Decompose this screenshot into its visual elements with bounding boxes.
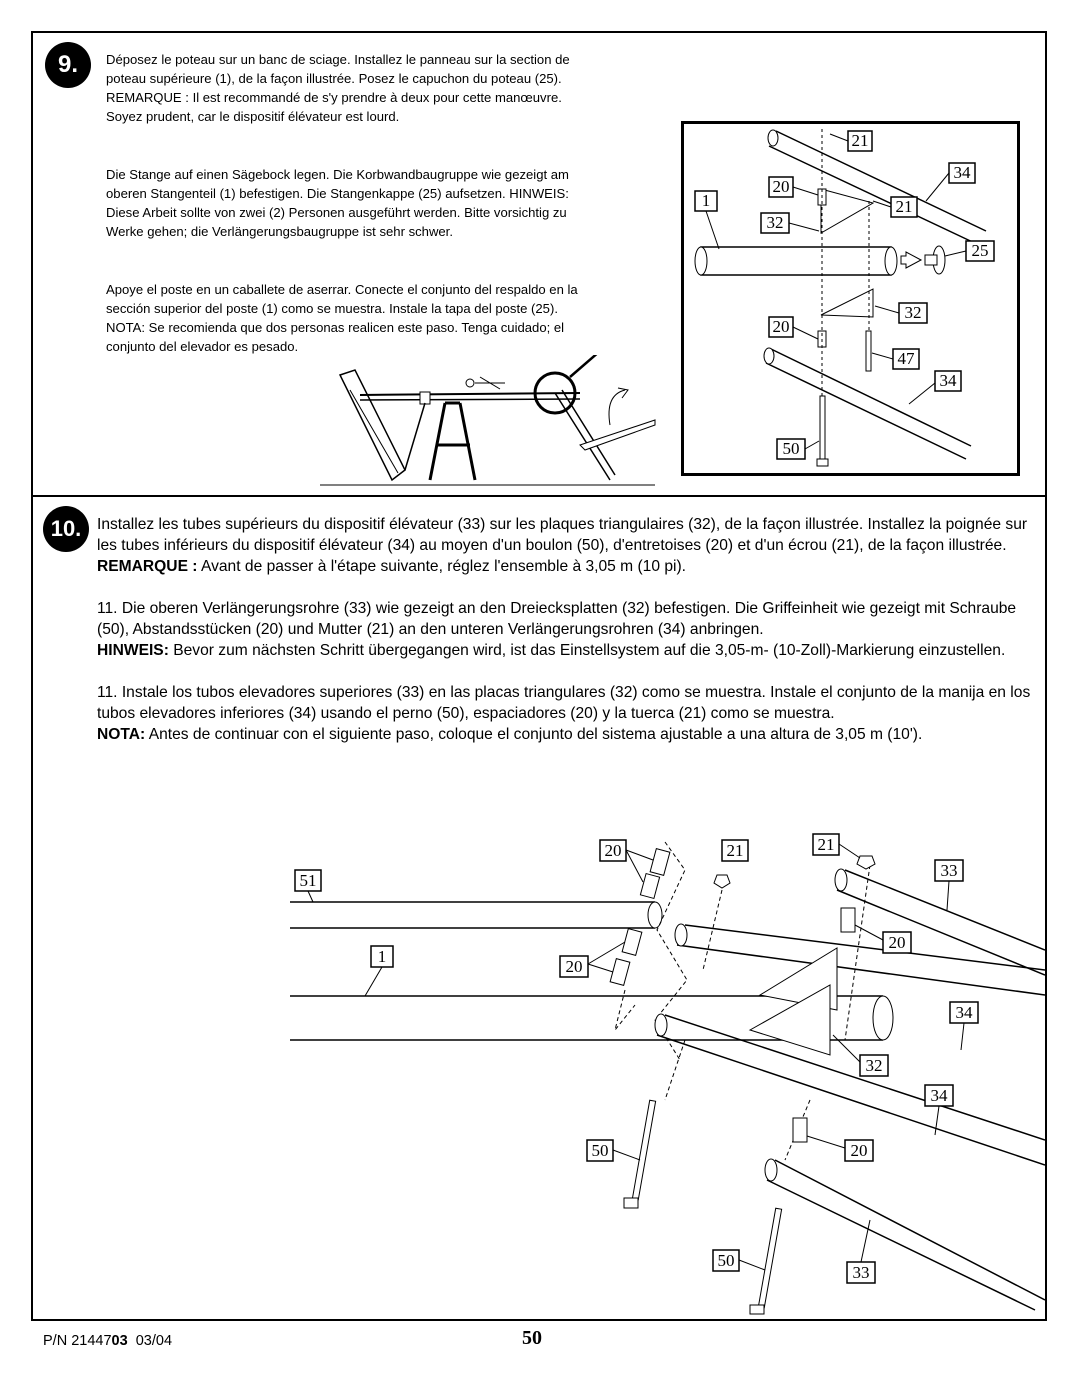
svg-text:21: 21 [896, 197, 913, 216]
svg-text:21: 21 [852, 131, 869, 150]
french-note-label: REMARQUE : [97, 558, 198, 575]
step-10-french: Installez les tubes supérieurs du dispos… [97, 516, 1028, 554]
part-label-21-b: 21 [812, 833, 840, 856]
part-label-50: 50 [776, 438, 806, 460]
part-label-1: 1 [370, 945, 394, 968]
svg-text:34: 34 [940, 371, 958, 390]
svg-text:1: 1 [702, 191, 711, 210]
svg-text:20: 20 [566, 957, 583, 976]
part-label-33-b: 33 [846, 1261, 876, 1284]
sawhorse-illustration [320, 355, 656, 486]
svg-text:20: 20 [773, 317, 790, 336]
svg-text:20: 20 [851, 1141, 868, 1160]
part-label-34-a: 34 [949, 1001, 979, 1024]
page-number: 50 [522, 1327, 542, 1349]
svg-text:34: 34 [956, 1003, 974, 1022]
german-note-label: HINWEIS: [97, 642, 169, 659]
part-label-20-a: 20 [599, 839, 627, 862]
part-label-21-a: 21 [721, 839, 749, 862]
part-number: P/N 2144703 03/04 [43, 1333, 172, 1349]
part-label-20-top: 20 [768, 176, 794, 198]
part-label-34-top: 34 [948, 162, 976, 184]
part-label-50-b: 50 [712, 1249, 740, 1272]
step-10-text: Installez les tubes supérieurs du dispos… [97, 514, 1037, 745]
part-label-34-b: 34 [924, 1084, 954, 1107]
step-9-detail-inset [681, 121, 1020, 476]
part-label-25: 25 [965, 240, 995, 262]
step-9-badge: 9. [45, 42, 91, 88]
part-number-date: 03/04 [127, 1333, 173, 1349]
part-number-prefix: P/N 21447 [43, 1333, 112, 1349]
step-10-spanish-note: NOTA: Antes de continuar con el siguient… [97, 724, 1037, 745]
part-number-suffix: 03 [111, 1333, 128, 1349]
part-label-21-top: 21 [847, 130, 873, 152]
svg-text:20: 20 [773, 177, 790, 196]
svg-text:34: 34 [931, 1086, 949, 1105]
svg-text:21: 21 [727, 841, 744, 860]
step-10-german-note: HINWEIS: Bevor zum nächsten Schritt über… [97, 640, 1037, 661]
part-label-1: 1 [694, 190, 718, 212]
part-label-32-bottom: 32 [898, 302, 928, 324]
svg-text:20: 20 [889, 933, 906, 952]
step-9-detail-diagram: 21 34 20 21 1 32 25 32 20 47 34 50 [694, 129, 995, 467]
svg-text:32: 32 [905, 303, 922, 322]
svg-text:25: 25 [972, 241, 989, 260]
part-label-51: 51 [294, 869, 322, 892]
svg-text:32: 32 [866, 1056, 883, 1075]
step-9-spanish: Apoye el poste en un caballete de aserra… [106, 282, 578, 354]
part-label-20-b: 20 [882, 931, 912, 954]
part-label-47: 47 [892, 348, 920, 370]
svg-text:47: 47 [898, 349, 916, 368]
step-10-german: 11. Die oberen Verlängerungsrohre (33) w… [97, 600, 1017, 638]
part-label-33-a: 33 [934, 859, 964, 882]
part-label-34-bottom: 34 [934, 370, 962, 392]
part-label-20-c: 20 [559, 955, 589, 978]
part-label-20-d: 20 [844, 1139, 874, 1162]
step-10-french-note: REMARQUE : Avant de passer à l'étape sui… [97, 556, 1037, 577]
svg-text:20: 20 [605, 841, 622, 860]
part-label-20-bottom: 20 [768, 316, 794, 338]
step-divider [31, 495, 1047, 497]
step-9-french: Déposez le poteau sur un banc de sciage.… [106, 52, 570, 124]
svg-text:21: 21 [818, 835, 835, 854]
part-label-50-a: 50 [586, 1139, 614, 1162]
step-9-german: Die Stange auf einen Sägebock legen. Die… [106, 167, 569, 239]
step-10-spanish: 11. Instale los tubos elevadores superio… [97, 684, 1031, 722]
svg-text:1: 1 [378, 947, 387, 966]
part-label-21-right: 21 [890, 196, 918, 218]
svg-text:51: 51 [300, 871, 317, 890]
step-10-badge: 10. [43, 506, 89, 552]
svg-text:33: 33 [853, 1263, 870, 1282]
svg-text:33: 33 [941, 861, 958, 880]
step-10-exploded-diagram: 20 21 21 51 33 20 1 20 34 32 34 50 20 50… [290, 833, 1045, 1315]
svg-text:34: 34 [954, 163, 972, 182]
part-label-32-top: 32 [760, 212, 790, 234]
german-note-text: Bevor zum nächsten Schritt übergegangen … [168, 642, 1006, 659]
page-frame [31, 31, 1047, 1321]
part-label-32: 32 [859, 1054, 889, 1077]
svg-text:50: 50 [783, 439, 800, 458]
svg-text:50: 50 [592, 1141, 609, 1160]
svg-text:32: 32 [767, 213, 784, 232]
svg-text:50: 50 [718, 1251, 735, 1270]
french-note-text: Avant de passer à l'étape suivante, régl… [197, 558, 686, 575]
spanish-note-label: NOTA: [97, 726, 146, 743]
spanish-note-text: Antes de continuar con el siguiente paso… [145, 726, 923, 743]
